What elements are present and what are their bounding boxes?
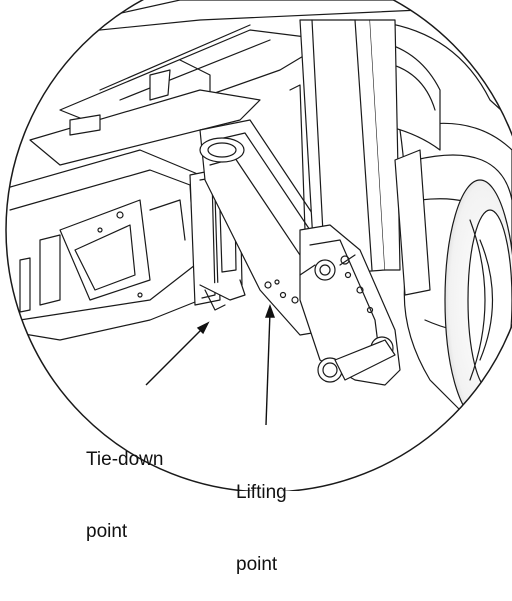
tie-down-leader-line: [145, 326, 205, 386]
lifting-point-label: Lifting point: [236, 433, 287, 601]
pivot-linkage: [299, 224, 401, 386]
tie-down-arrowhead: [196, 321, 210, 335]
left-bin: [6, 149, 211, 341]
lifting-arrowhead: [265, 303, 275, 318]
wheel-tire: [399, 122, 512, 421]
lifting-label-line2: point: [236, 554, 278, 575]
detail-circle-content: [6, 0, 512, 421]
detail-circle-outline: [5, 0, 512, 491]
lifting-label-line1: Lifting: [236, 482, 287, 503]
callout-leaders: [145, 303, 275, 426]
lifting-leader-line: [265, 311, 271, 426]
tie-down-label-line1: Tie-down: [86, 449, 164, 470]
tie-down-point-label: Tie-down point: [86, 400, 163, 568]
tie-down-label-line2: point: [86, 521, 128, 542]
mechanical-assembly-illustration: [5, 0, 512, 491]
